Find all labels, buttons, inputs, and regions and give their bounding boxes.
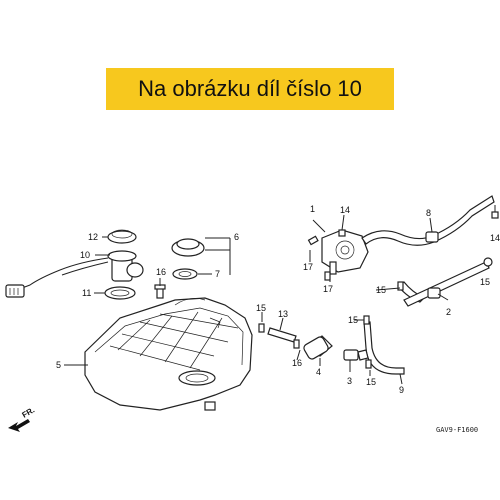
- leader-lines: [64, 205, 496, 385]
- callout-13: 13: [278, 309, 288, 319]
- callout-labels: 5 10 11 12 6 7 16 1 14 8 14 2 4 3 9 13 1…: [56, 204, 500, 395]
- callout-1: 1: [310, 204, 315, 214]
- callout-12: 12: [88, 232, 98, 242]
- callout-15-a: 15: [256, 303, 266, 313]
- ring-part-11: [104, 286, 136, 300]
- callout-10: 10: [80, 250, 90, 260]
- bolt-part-16: [154, 284, 166, 299]
- fuel-pump-part-1: [321, 229, 369, 275]
- diagram-code: GAV9-F1600: [436, 426, 478, 434]
- callout-7: 7: [215, 269, 220, 279]
- callout-8: 8: [426, 208, 431, 218]
- callout-5: 5: [56, 360, 61, 370]
- callout-9: 9: [399, 385, 404, 395]
- callout-4: 4: [316, 367, 321, 377]
- filter-part-4: [303, 335, 333, 360]
- callout-15-c: 15: [348, 315, 358, 325]
- callout-2: 2: [446, 307, 451, 317]
- cap-part-12: [107, 229, 137, 244]
- callout-15-b: 15: [376, 285, 386, 295]
- callout-14-left: 14: [340, 205, 350, 215]
- callout-3: 3: [347, 376, 352, 386]
- filler-cap-part-6: [171, 238, 205, 280]
- callout-11: 11: [82, 288, 91, 298]
- rod-part-2: [403, 257, 493, 307]
- tube-part-13: [267, 327, 297, 343]
- callout-15-d: 15: [366, 377, 376, 387]
- fuel-tank: [84, 297, 253, 411]
- valve-part-3: [343, 349, 369, 361]
- callout-14-right: 14: [490, 233, 500, 243]
- banner-text: Na obrázku díl číslo 10: [138, 76, 362, 101]
- callout-17-b: 17: [323, 284, 333, 294]
- front-label: FR.: [21, 405, 37, 419]
- fuel-unit-part-10: [5, 250, 144, 298]
- callout-16-bottom: 16: [292, 358, 302, 368]
- callout-6: 6: [234, 232, 239, 242]
- callout-15-e: 15: [480, 277, 490, 287]
- clamps-part-14: [338, 211, 499, 237]
- hose-part-8: [361, 195, 495, 246]
- front-direction-arrow: FR.: [8, 405, 36, 432]
- callout-16-top: 16: [156, 267, 166, 277]
- callout-17-a: 17: [303, 262, 313, 272]
- part-number-banner: Na obrázku díl číslo 10: [106, 68, 394, 110]
